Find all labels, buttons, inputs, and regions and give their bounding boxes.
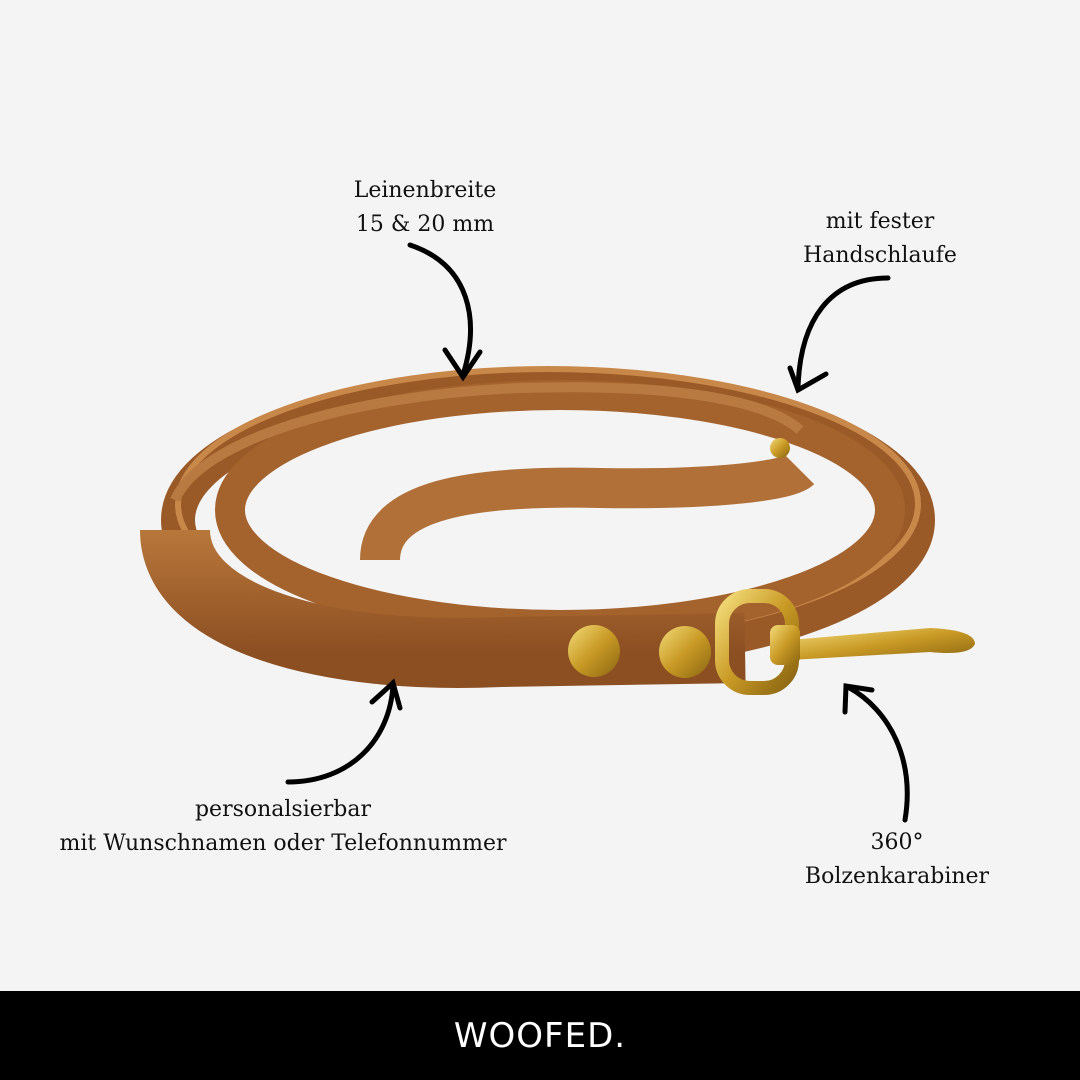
leash-width-annotation: Leinenbreite 15 & 20 mm (354, 174, 497, 242)
annotation-line: mit Wunschnamen oder Telefonnummer (59, 831, 507, 856)
annotation-line: Bolzenkarabiner (804, 864, 990, 889)
annotation-arrows (285, 242, 910, 823)
carabiner-icon (715, 589, 975, 695)
footer-bar: WOOFED. (0, 991, 1080, 1080)
annotation-line: Handschlaufe (803, 243, 957, 268)
annotation-line: Leinenbreite (353, 178, 497, 203)
annotation-line: 15 & 20 mm (355, 212, 495, 237)
annotation-line: mit fester (825, 209, 935, 234)
leash-illustration (140, 242, 975, 823)
rivet-icon (568, 438, 790, 678)
annotation-line: personalsierbar (194, 797, 372, 822)
brand-logo: WOOFED. (453, 1015, 627, 1056)
personalization-annotation: personalsierbar mit Wunschnamen oder Tel… (60, 793, 507, 861)
hand-loop-annotation: mit fester Handschlaufe (803, 205, 957, 273)
carabiner-annotation: 360° Bolzenkarabiner (805, 826, 989, 894)
leather-leash (140, 366, 935, 688)
annotation-line: 360° (870, 830, 924, 855)
